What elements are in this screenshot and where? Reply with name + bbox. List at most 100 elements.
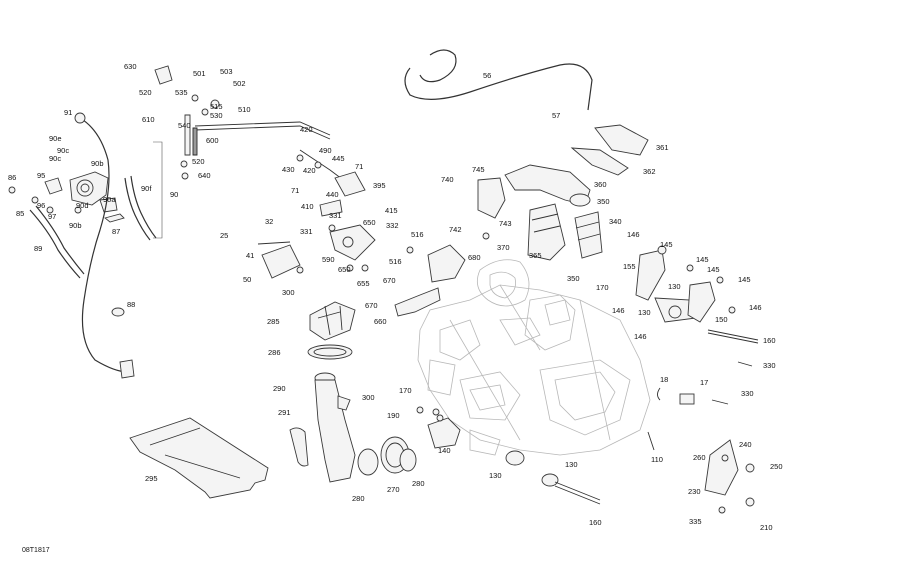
callout-56: 56 — [483, 71, 491, 80]
intake-boot-365 — [527, 203, 566, 261]
callout-503: 503 — [220, 67, 233, 76]
callout-50: 50 — [243, 275, 251, 284]
callout-230: 230 — [688, 487, 701, 496]
throttle-cable-510 — [154, 65, 331, 180]
callout-650: 650 — [338, 265, 351, 274]
callout-140: 140 — [438, 446, 451, 455]
callout-110: 110 — [651, 455, 663, 464]
callout-146: 146 — [612, 306, 625, 315]
callout-160: 160 — [763, 336, 776, 345]
intake-elbow-360 — [504, 164, 591, 207]
bracket-50 — [257, 241, 304, 279]
sprocket-130 — [505, 450, 601, 505]
callout-515: 515 — [210, 102, 223, 111]
bracket-740-742 — [477, 177, 506, 240]
heat-shield-361 — [594, 124, 649, 156]
callout-145: 145 — [738, 275, 751, 284]
clamps-280-270 — [357, 436, 417, 476]
callout-335: 335 — [689, 517, 702, 526]
skid-plate-295 — [129, 417, 269, 499]
heat-shield-362 — [570, 147, 629, 176]
callout-260: 260 — [693, 453, 706, 462]
callout-280: 280 — [352, 494, 365, 503]
intake-boot-340 — [574, 211, 603, 259]
bolt-330 — [711, 361, 753, 405]
callout-96: 96 — [37, 201, 45, 210]
callout-655: 655 — [357, 279, 370, 288]
callout-670: 670 — [365, 301, 378, 310]
throttle-body-assembly — [8, 171, 118, 214]
bracket-230-240 — [704, 439, 755, 514]
callout-17: 17 — [700, 378, 708, 387]
callout-510: 510 — [238, 105, 251, 114]
callout-71: 71 — [291, 186, 299, 195]
callout-150: 150 — [715, 315, 728, 324]
callout-430: 430 — [282, 165, 295, 174]
callout-155: 155 — [623, 262, 636, 271]
bracket-660 — [394, 287, 441, 317]
callout-331: 331 — [300, 227, 313, 236]
drawing-code: 08T1817 — [22, 547, 50, 554]
callout-590: 590 — [322, 255, 335, 264]
callout-660: 660 — [374, 317, 387, 326]
callout-170: 170 — [399, 386, 412, 395]
callout-410: 410 — [301, 202, 314, 211]
callout-41: 41 — [246, 251, 254, 260]
callout-445: 445 — [332, 154, 345, 163]
callout-90c: 90c — [49, 154, 61, 163]
callout-57: 57 — [552, 111, 560, 120]
callout-250: 250 — [770, 462, 783, 471]
callout-300: 300 — [282, 288, 295, 297]
callout-286: 286 — [268, 348, 281, 357]
throttle-linkage — [296, 149, 376, 272]
callout-743: 743 — [499, 219, 512, 228]
cover-140 — [416, 406, 461, 449]
callout-332: 332 — [386, 221, 399, 230]
callout-520: 520 — [139, 88, 152, 97]
callout-540: 540 — [178, 121, 191, 130]
breather-hose-89 — [29, 205, 85, 279]
part-18-17 — [657, 387, 695, 405]
callout-89: 89 — [34, 244, 42, 253]
cable-56 — [404, 49, 593, 111]
callout-670: 670 — [383, 276, 396, 285]
callout-742: 742 — [449, 225, 462, 234]
callout-361: 361 — [656, 143, 669, 152]
callout-640: 640 — [198, 171, 211, 180]
callout-490: 490 — [319, 146, 332, 155]
callout-25: 25 — [220, 231, 228, 240]
callout-365: 365 — [529, 251, 542, 260]
callout-516: 516 — [389, 257, 402, 266]
callout-130: 130 — [668, 282, 681, 291]
callout-290: 290 — [273, 384, 286, 393]
callout-520: 520 — [192, 157, 205, 166]
engine-block — [417, 259, 651, 456]
callout-420: 420 — [303, 166, 316, 175]
callout-350: 350 — [597, 197, 610, 206]
callout-130: 130 — [638, 308, 651, 317]
callout-71: 71 — [355, 162, 363, 171]
callout-90f: 90f — [141, 184, 152, 193]
callout-32: 32 — [265, 217, 273, 226]
callout-91: 91 — [64, 108, 72, 117]
callout-295: 295 — [145, 474, 158, 483]
callout-90a: 90a — [103, 195, 116, 204]
callout-146: 146 — [627, 230, 640, 239]
callout-90e: 90e — [49, 134, 62, 143]
callout-600: 600 — [206, 136, 219, 145]
callout-350: 350 — [567, 274, 580, 283]
bracket-680 — [406, 244, 466, 283]
callout-535: 535 — [175, 88, 188, 97]
callout-145: 145 — [707, 265, 720, 274]
clamp-87 — [104, 213, 125, 223]
callout-146: 146 — [634, 332, 647, 341]
callout-85: 85 — [16, 209, 24, 218]
callout-90b: 90b — [91, 159, 104, 168]
callout-370: 370 — [497, 243, 510, 252]
heat-shield-291 — [289, 427, 309, 467]
callout-610: 610 — [142, 115, 155, 124]
callout-415: 415 — [385, 206, 398, 215]
callout-530: 530 — [210, 111, 223, 120]
callout-90d: 90d — [76, 201, 89, 210]
bolt-110 — [647, 431, 655, 451]
